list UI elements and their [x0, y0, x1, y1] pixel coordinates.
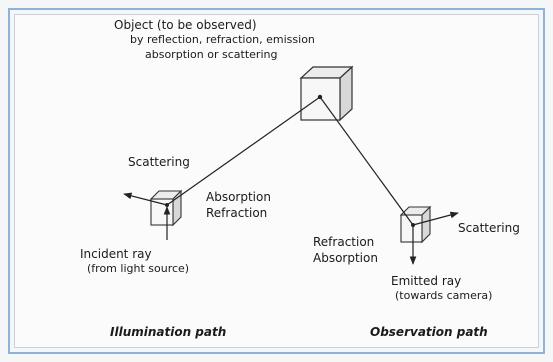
incident-ray-source: (from light source) [87, 262, 190, 275]
emitted-ray-destination: (towards camera) [395, 289, 493, 302]
left-cube [149, 189, 183, 227]
right-absorption-label: Absorption [313, 251, 378, 265]
left-refraction-label: Refraction [206, 206, 268, 220]
illumination-path-caption: Illumination path [110, 325, 227, 339]
right-refraction-label: Refraction [313, 235, 375, 249]
object-title: Object (to be observed) [114, 18, 257, 32]
object-description-line1: by reflection, refraction, emission [130, 33, 315, 46]
right-cube [399, 205, 432, 244]
right-scattering-label: Scattering [458, 221, 520, 235]
emitted-ray-label: Emitted ray [391, 274, 462, 288]
diagram-panel [14, 14, 539, 348]
light-path [166, 96, 414, 226]
observation-ray [319, 96, 414, 226]
observation-path-caption: Observation path [370, 325, 488, 339]
left-absorption-label: Absorption [206, 190, 271, 204]
left-scatter-arrow [123, 192, 168, 206]
right-scatter-arrow [412, 211, 459, 226]
incident-ray-label: Incident ray [80, 247, 152, 261]
object-cube [299, 65, 354, 122]
illumination-ray [166, 96, 321, 206]
outer-border [8, 8, 545, 354]
object-description-line2: absorption or scattering [145, 48, 278, 61]
left-scattering-label: Scattering [128, 155, 190, 169]
object-hit-point [317, 94, 323, 100]
